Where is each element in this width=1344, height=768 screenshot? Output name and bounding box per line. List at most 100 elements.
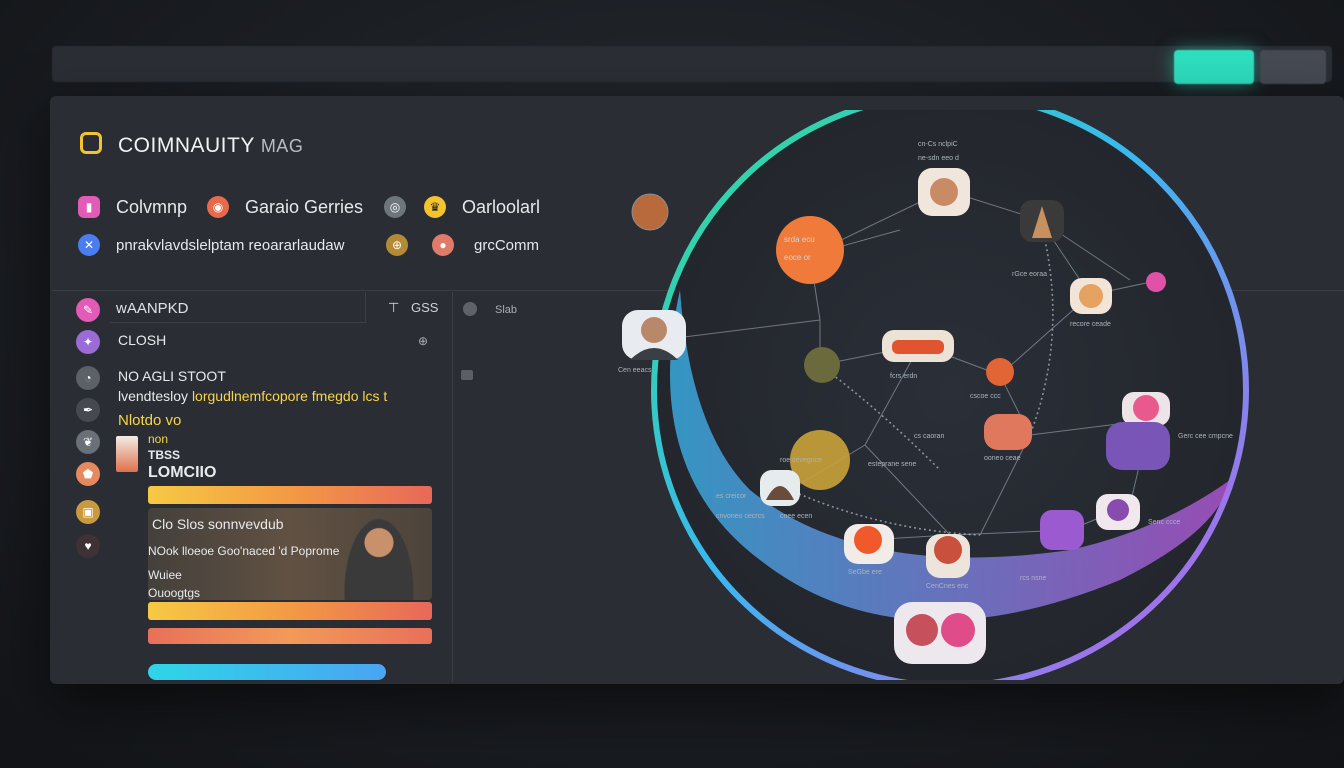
nav-item-label: Garaio Gerries — [245, 196, 364, 217]
middle-column: Slab — [452, 292, 603, 682]
graph-label: esteprane sene — [868, 461, 916, 468]
nav-item-label: grcComm — [474, 236, 540, 254]
sidebar-shield-icon[interactable]: ⬟ — [76, 462, 100, 486]
graph-node-magenta[interactable] — [1146, 272, 1166, 292]
meta-line: non — [148, 432, 169, 446]
palette-icon: ◉ — [207, 196, 229, 218]
app-title: COIMNAUITY MAG — [118, 134, 303, 158]
graph-node-purple-2[interactable] — [1040, 510, 1084, 550]
graph-label: Senc ccce — [1148, 519, 1180, 526]
graph-label: cs caoran — [914, 433, 944, 440]
app-title-sub: MAG — [260, 136, 304, 156]
card-footer: Ouoogtgs — [148, 586, 201, 600]
secondary-action-button[interactable] — [1260, 50, 1326, 84]
graph-label: rcs nsne — [1020, 575, 1047, 582]
nav-item-grid-globe[interactable]: ⊕ — [386, 234, 424, 256]
featured-card[interactable] — [148, 508, 432, 600]
progress-bar-3 — [148, 628, 432, 644]
sidebar-heart-icon[interactable]: ♥ — [76, 534, 100, 558]
card-subtitle: NOok lloeoe Goo'naced 'd Poprome — [148, 544, 340, 558]
graph-label: srda ecu — [784, 235, 815, 244]
crown-icon: ♛ — [424, 196, 446, 218]
graph-label: fcrs erdn — [890, 373, 917, 380]
nav-item-label: pnrakvlavdslelptam reoararlaudaw — [116, 236, 345, 254]
filter-control[interactable]: ⊤ GSS — [388, 300, 438, 316]
graph-label: SeGbe ere — [848, 569, 882, 576]
sidebar-lock-icon[interactable]: ▣ — [76, 500, 100, 524]
app-title-main: COIMNAUITY — [118, 134, 255, 157]
community-network-graph: cn-Cs nclpiC ne-sdn eeo d srda ecu eoce … — [618, 110, 1249, 680]
app-logo-icon — [80, 132, 102, 154]
meta-tag: TBSS — [148, 448, 181, 462]
thumbnail-image — [116, 436, 138, 472]
graph-label: cnvoneo cecrcs — [716, 513, 765, 520]
sidebar-feather-icon[interactable]: ✒ — [76, 398, 100, 422]
graph-label: roe cevegnce — [780, 457, 822, 464]
post-highlight: lorgudlnemfcopore fmegdo lcs t — [191, 388, 388, 404]
mid-label: Slab — [495, 304, 518, 316]
nav-item-long-link[interactable]: ✕ pnrakvlavdslelptam reoararlaudaw — [78, 234, 344, 256]
avatar-icon: ● — [432, 234, 454, 256]
filter-icon: ⊤ — [388, 300, 400, 315]
nav-item-label: Colvmnp — [116, 196, 188, 217]
sidebar-leaf-icon[interactable]: ❦ — [76, 430, 100, 454]
search-input[interactable]: wAANPKD — [110, 292, 366, 323]
graph-labels: cn-Cs nclpiC ne-sdn eeo d srda ecu eoce … — [618, 141, 1233, 590]
graph-label: eoce or — [784, 253, 811, 262]
row-label: CLOSH — [118, 332, 167, 348]
card-title: Clo Slos sonnvevdub — [152, 516, 284, 532]
graph-label: CenCnes enc — [926, 583, 969, 590]
graph-node-orange-2[interactable] — [986, 358, 1014, 386]
bookmark-icon: ▮ — [78, 196, 100, 218]
content-panel: wAANPKD ⊤ GSS CLOSH ⊕ NO AGLI STOOT lven… — [110, 292, 450, 682]
post-author: lvendtesloy lorgudlnemfcopore fmegdo lcs… — [118, 388, 387, 404]
graph-label: Gerc cee cmpcne — [1178, 433, 1233, 440]
graph-sweep — [670, 290, 1230, 621]
graph-label: rGce eoraa — [1012, 271, 1047, 278]
graph-label: es creicor — [716, 493, 747, 500]
graph-label: recore ceade — [1070, 321, 1111, 328]
section-heading: LOMCIIO — [148, 464, 217, 481]
post-title: NO AGLI STOOT — [118, 368, 226, 384]
graph-label: ne-sdn eeo d — [918, 155, 959, 162]
top-toolbar — [52, 46, 1332, 84]
settings-icon[interactable]: ⊕ — [418, 334, 429, 348]
graph-label: cnee ecen — [780, 513, 812, 520]
primary-action-button[interactable] — [1174, 50, 1254, 84]
nav-item-garaio-gerries[interactable]: ◉ Garaio Gerries — [207, 196, 363, 218]
graph-nodes — [622, 168, 1170, 664]
globe-icon: ◎ — [384, 196, 406, 218]
sidebar: ✎ ✦ ◔ ✒ ❦ ⬟ ▣ ♥ — [66, 292, 116, 682]
graph-node-yellow[interactable] — [790, 430, 850, 490]
nav-item-colvmnp[interactable]: ▮ Colvmnp — [78, 196, 187, 218]
graph-label: cscoe ccc — [970, 393, 1001, 400]
sidebar-clock-icon[interactable]: ◔ — [76, 366, 100, 390]
graph-label: cn-Cs nclpiC — [918, 141, 958, 148]
card-meta: Wuiee — [148, 568, 182, 582]
graph-node-salmon[interactable] — [984, 414, 1032, 450]
graph-label: ooneo ceae — [984, 455, 1021, 462]
nav-item-label: Oarloolarl — [462, 196, 541, 217]
search-label: wAANPKD — [116, 300, 189, 317]
result-count: GSS — [410, 300, 439, 315]
graph-node-purple[interactable] — [1106, 422, 1170, 470]
graph-label: Cen eeacs — [618, 367, 652, 374]
cyan-action-bar[interactable] — [148, 664, 386, 680]
graph-node-small[interactable] — [631, 193, 669, 231]
graph-node-olive[interactable] — [804, 347, 840, 383]
nav-item-oarloolarl[interactable]: ♛ Oarloolarl — [424, 196, 540, 218]
progress-bar-2 — [148, 602, 432, 620]
graph-node-orange[interactable] — [776, 216, 844, 284]
mid-thumb-icon — [461, 370, 473, 380]
graph-dashed-edges — [789, 219, 1054, 536]
nav-item-globe[interactable]: ◎ — [384, 196, 422, 218]
nav-item-grccomm[interactable]: ● grcComm — [432, 234, 539, 256]
grid-globe-icon: ⊕ — [386, 234, 408, 256]
sidebar-pin-icon[interactable]: ✎ — [76, 298, 100, 322]
post-tag: Nlotdo vo — [118, 412, 182, 429]
x-circle-icon: ✕ — [78, 234, 100, 256]
card-image — [344, 518, 414, 600]
progress-bar — [148, 486, 432, 504]
sidebar-bird-icon[interactable]: ✦ — [76, 330, 100, 354]
mid-avatar-icon — [463, 302, 477, 316]
